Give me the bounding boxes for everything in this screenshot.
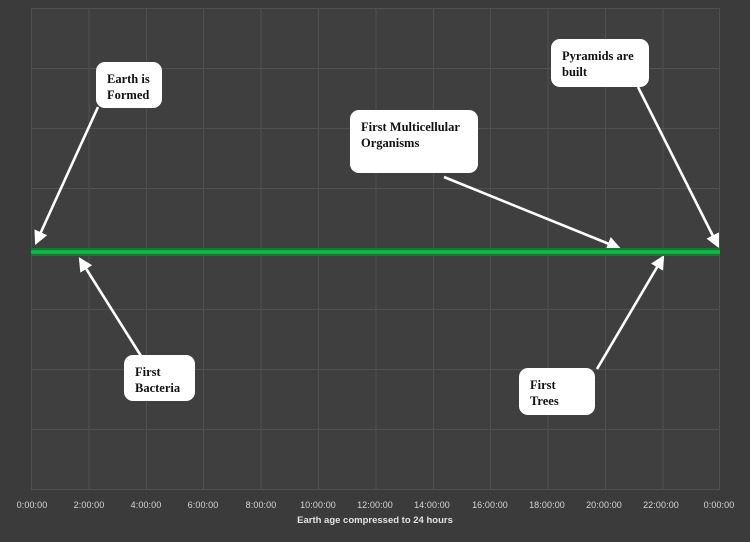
- callout-pyramids-built[interactable]: Pyramids are built: [551, 39, 649, 87]
- x-axis-title: Earth age compressed to 24 hours: [297, 515, 453, 526]
- x-tick-label: 16:00:00: [472, 500, 508, 510]
- x-tick-label: 6:00:00: [187, 500, 219, 510]
- x-tick-label: 18:00:00: [529, 500, 565, 510]
- arrow-first-trees: [595, 255, 665, 370]
- x-tick-label: 22:00:00: [643, 500, 679, 510]
- x-tick-label: 2:00:00: [73, 500, 105, 510]
- x-tick-label: 8:00:00: [245, 500, 277, 510]
- x-tick-label: 0:00:00: [703, 500, 735, 510]
- x-tick-label: 12:00:00: [357, 500, 393, 510]
- x-tick-label: 14:00:00: [414, 500, 450, 510]
- arrow-multicellular: [443, 175, 622, 251]
- x-tick-label: 4:00:00: [130, 500, 162, 510]
- callout-first-bacteria[interactable]: First Bacteria: [124, 355, 195, 401]
- x-tick-label: 0:00:00: [16, 500, 48, 510]
- x-tick-label: 20:00:00: [586, 500, 622, 510]
- callout-first-multicellular-organisms[interactable]: First Multicellular Organisms: [350, 110, 478, 173]
- arrow-pyramids-built: [636, 86, 720, 249]
- callout-first-trees[interactable]: First Trees: [519, 368, 595, 415]
- x-tick-label: 10:00:00: [300, 500, 336, 510]
- callout-earth-formed[interactable]: Earth is Formed: [96, 62, 162, 108]
- arrow-first-bacteria: [78, 257, 143, 357]
- arrow-earth-formed: [34, 106, 100, 246]
